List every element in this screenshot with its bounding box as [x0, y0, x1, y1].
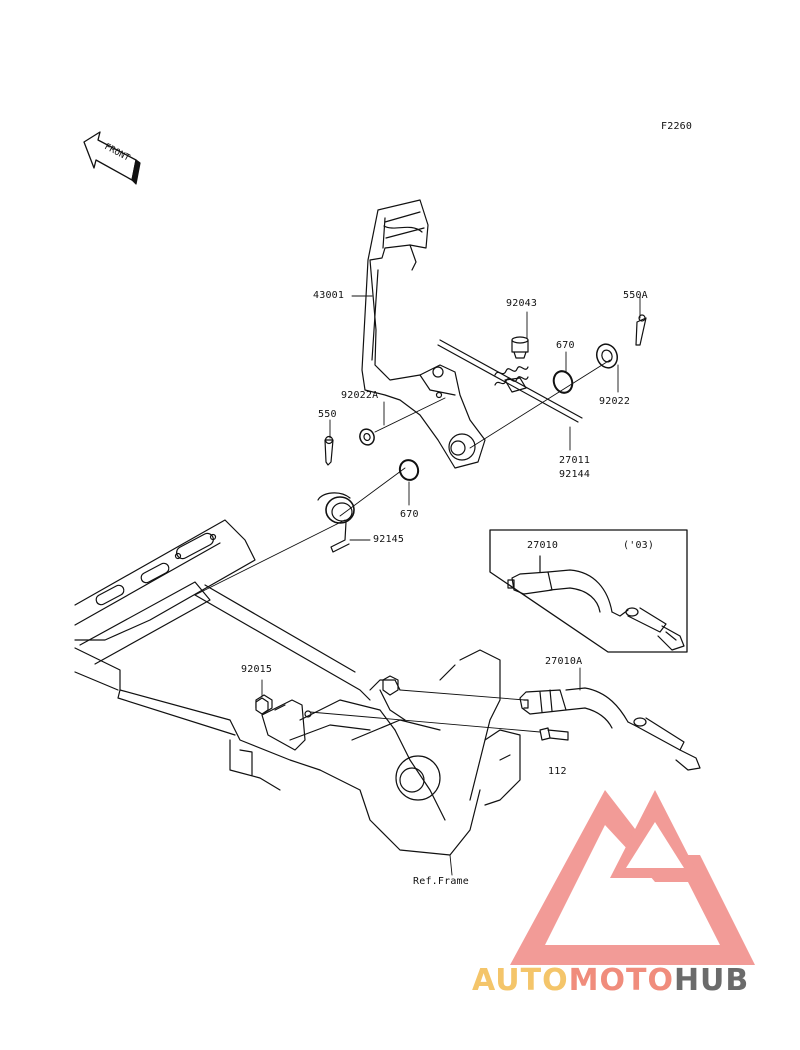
brake-light-switch-inset-icon: [507, 569, 685, 651]
nut-92015-icon: [255, 697, 269, 715]
o-ring-670-top-icon: [552, 370, 574, 394]
callout-92022a: 92022A: [341, 390, 379, 401]
bushing-92043-icon: [511, 336, 529, 359]
callout-670-bottom: 670: [400, 509, 419, 520]
cotter-pin-550-icon: [324, 435, 334, 466]
watermark-part-moto: MOTO: [568, 963, 674, 998]
leader-lines: [194, 295, 641, 876]
callout-92145: 92145: [373, 534, 405, 545]
watermark-part-auto: AUTO: [472, 963, 569, 998]
frame-outline: [74, 519, 521, 856]
return-spring-92145-icon: [317, 492, 355, 553]
spring-92144-icon: [494, 366, 529, 386]
o-ring-670-bottom-icon: [398, 459, 420, 481]
callout-112: 112: [548, 766, 567, 777]
watermark-text: AUTOMOTOHUB: [472, 963, 749, 998]
washer-92022-icon: [595, 343, 619, 369]
callout-92015: 92015: [241, 664, 273, 675]
callout-92022: 92022: [599, 396, 631, 407]
diagram-code: F2260: [661, 121, 693, 132]
front-arrow-icon: FRONT: [83, 131, 141, 185]
year-note: ('03): [623, 540, 655, 551]
callout-27010: 27010: [527, 540, 559, 551]
callout-92043: 92043: [506, 298, 538, 309]
watermark-logo-icon: [510, 790, 755, 965]
callout-550a: 550A: [623, 290, 648, 301]
brake-light-switch-27010a-icon: [519, 687, 701, 771]
callout-92144: 92144: [559, 469, 591, 480]
bolt-112-icon: [539, 727, 569, 741]
ref-frame-label: Ref.Frame: [413, 876, 469, 887]
callout-550: 550: [318, 409, 337, 420]
callout-27011: 27011: [559, 455, 591, 466]
pivot-shaft: [437, 339, 583, 423]
cotter-pin-550a-icon: [635, 314, 647, 346]
watermark-part-hub: HUB: [673, 963, 750, 998]
switch-inset-box: [489, 529, 688, 653]
washer-92022a-icon: [359, 428, 375, 446]
brake-pedal: [361, 199, 486, 469]
callout-670-top: 670: [556, 340, 575, 351]
callout-43001: 43001: [313, 290, 345, 301]
callout-27010a: 27010A: [545, 656, 583, 667]
